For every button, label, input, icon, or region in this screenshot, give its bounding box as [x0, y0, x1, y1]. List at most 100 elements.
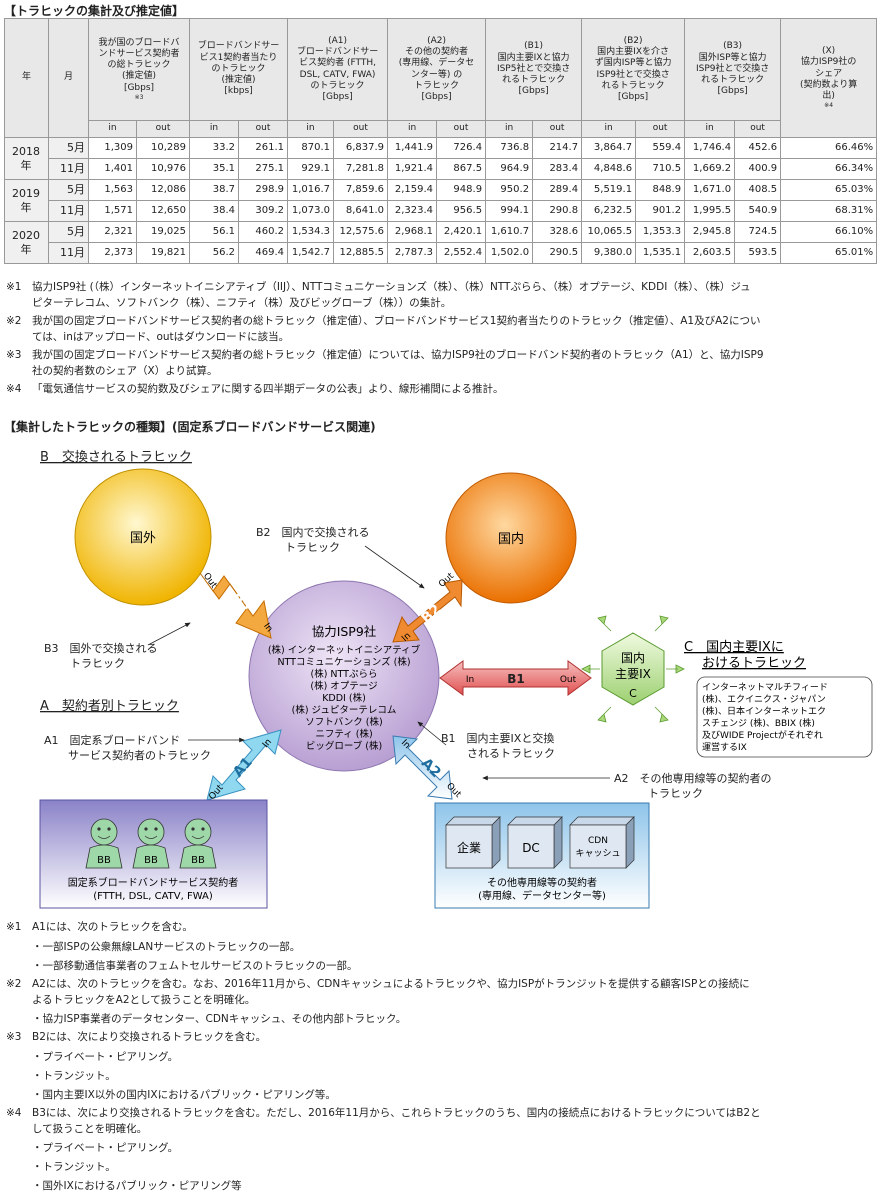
- value-cell: 1,571: [88, 200, 137, 222]
- value-cell: 309.2: [238, 200, 289, 222]
- ix-note-line: 及びWIDE Projectがそれぞれ: [702, 729, 823, 741]
- value-cell: 66.10%: [780, 221, 878, 243]
- footnote-line: B2には、次により交換されるトラヒックを含む。: [32, 1031, 267, 1043]
- value-cell: 2,552.4: [436, 242, 487, 264]
- footnote-bullet: ・トランジット。: [32, 1161, 116, 1173]
- footnote-line: ピターテレコム、ソフトバンク（株）、ニフティ（株）及びビッグローブ（株））の集計…: [32, 296, 452, 309]
- value-cell: 2,968.1: [387, 221, 438, 243]
- green-arrow-icon: [654, 615, 669, 632]
- domestic-circle: [445, 472, 577, 604]
- a2-arrow: A2 In Out: [392, 735, 463, 800]
- a2-arrow-label: A2: [418, 755, 444, 781]
- value-cell: 8,641.0: [333, 200, 389, 222]
- value-cell: 214.7: [532, 137, 583, 159]
- a1-caption: サービス契約者のトラヒック: [68, 748, 211, 762]
- value-cell: 12,885.5: [333, 242, 389, 264]
- isp9-member: ビッグローブ (株): [306, 740, 382, 752]
- value-cell: 5,519.1: [581, 179, 637, 201]
- domestic-label: 国内: [498, 531, 524, 547]
- header-x-share: (X)協力ISP9社のシェア(契約数より算出)※4: [780, 18, 878, 138]
- footnote-text: B2には、次により交換されるトラヒックを含む。: [32, 1030, 266, 1046]
- value-cell: 2,323.4: [387, 200, 438, 222]
- footnote-bullet: ・協力ISP事業者のデータセンター、CDNキャッシュ、その他内部トラヒック。: [32, 1013, 407, 1025]
- section-c-title: C 国内主要IXに: [684, 639, 784, 655]
- green-arrow-icon: [666, 664, 685, 674]
- value-cell: 2,159.4: [387, 179, 438, 201]
- value-cell: 901.2: [635, 200, 686, 222]
- footnote-bullet: ・一部ISPの公衆無線LANサービスのトラヒックの一部。: [32, 941, 301, 953]
- green-arrow-icon: [597, 706, 612, 723]
- value-cell: 10,976: [135, 158, 191, 180]
- value-cell: 2,787.3: [387, 242, 438, 264]
- value-cell: 964.9: [485, 158, 534, 180]
- footnote-line: ては、inはアップロード、outはダウンロードに該当。: [32, 330, 290, 343]
- footnote-line: B3には、次により交換されるトラヒックを含む。ただし、2016年11月から、これ…: [32, 1107, 761, 1119]
- value-cell: 10,289: [135, 137, 191, 159]
- footnote-mark: ※3: [6, 1031, 22, 1043]
- value-cell: 38.4: [189, 200, 240, 222]
- green-arrow-icon: [597, 615, 612, 632]
- footnote-mark: ※1: [6, 921, 22, 933]
- footnote-text: 我が国の固定ブロードバンドサービス契約者の総トラヒック（推定値）、ブロードバンド…: [32, 314, 760, 346]
- value-cell: 290.5: [532, 242, 583, 264]
- bb-user-icon: BB: [179, 818, 217, 869]
- value-cell: 559.4: [635, 137, 686, 159]
- ix-note-line: (株)、日本インターネットエク: [702, 705, 826, 717]
- traffic-table: 年 月 我が国のブロードバンドサービス契約者の総トラヒック(推定値)[Gbps]…: [4, 18, 878, 264]
- section-a-title: A 契約者別トラヒック: [40, 699, 179, 714]
- value-cell: 1,353.3: [635, 221, 686, 243]
- value-cell: 400.9: [734, 158, 782, 180]
- footnote-line: 協力ISP9社 (（株）インターネットイニシアティブ（IIJ）、NTTコミュニケ…: [32, 281, 751, 293]
- b1-arrow-label: B1: [507, 672, 525, 686]
- value-cell: 1,563: [88, 179, 137, 201]
- footnote-text: 「電気通信サービスの契約数及びシェアに関する四半期データの公表」より、線形補間に…: [32, 382, 504, 398]
- ix-note-line: (株)、エクイニクス・ジャパン: [702, 693, 826, 705]
- kigyo-label: 企業: [457, 840, 481, 855]
- value-cell: 1,995.5: [684, 200, 736, 222]
- footnote-text: B3には、次により交換されるトラヒックを含む。ただし、2016年11月から、これ…: [32, 1106, 761, 1138]
- out-header: out: [436, 120, 487, 138]
- value-cell: 19,025: [135, 221, 191, 243]
- value-cell: 736.8: [485, 137, 534, 159]
- value-cell: 956.5: [436, 200, 487, 222]
- value-cell: 6,232.5: [581, 200, 637, 222]
- enterprise-cube: 企業: [445, 816, 501, 869]
- footnote-mark: ※4: [6, 383, 22, 395]
- in-header: in: [88, 120, 137, 138]
- footnote-line: A2には、次のトラヒックを含む。なお、2016年11月から、CDNキャッシュによ…: [32, 978, 750, 990]
- value-cell: 1,534.3: [287, 221, 335, 243]
- out-header: out: [238, 120, 289, 138]
- value-cell: 7,859.6: [333, 179, 389, 201]
- footnote-line: 我が国の固定ブロードバンドサービス契約者の総トラヒック（推定値）、ブロードバンド…: [32, 315, 761, 327]
- footnote-bullet: ・国外IXにおけるパブリック・ピアリング等: [32, 1180, 242, 1192]
- footnote-mark: ※1: [6, 281, 22, 293]
- footnote-bullet: ・プライベート・ピアリング。: [32, 1142, 179, 1154]
- out-header: out: [333, 120, 389, 138]
- isp9-member: (株) インターネットイニシアティブ: [268, 644, 421, 656]
- value-cell: 867.5: [436, 158, 487, 180]
- a2-caption: トラヒック: [648, 787, 703, 800]
- value-cell: 289.4: [532, 179, 583, 201]
- value-cell: 298.9: [238, 179, 289, 201]
- header-a2: (A2)その他の契約者(専用線、データセンター等) のトラヒック[Gbps]: [387, 18, 487, 121]
- year-cell: 2018年: [4, 137, 49, 180]
- value-cell: 950.2: [485, 179, 534, 201]
- value-cell: 9,380.0: [581, 242, 637, 264]
- isp9-member: ニフティ (株): [315, 728, 372, 740]
- value-cell: 460.2: [238, 221, 289, 243]
- value-cell: 2,373: [88, 242, 137, 264]
- isp9-member: (株) NTTぷらら: [311, 668, 378, 680]
- b3-caption: B3 国外で交換される: [44, 641, 158, 655]
- footnote-text: 我が国の固定ブロードバンドサービス契約者の総トラヒック（推定値）については、協力…: [32, 348, 764, 380]
- b2-caption: トラヒック: [285, 541, 340, 554]
- bb-label: BB: [191, 855, 205, 866]
- isp9-member: (株) オプテージ: [310, 680, 377, 692]
- value-cell: 68.31%: [780, 200, 878, 222]
- datacenter-cube: DC: [507, 816, 563, 869]
